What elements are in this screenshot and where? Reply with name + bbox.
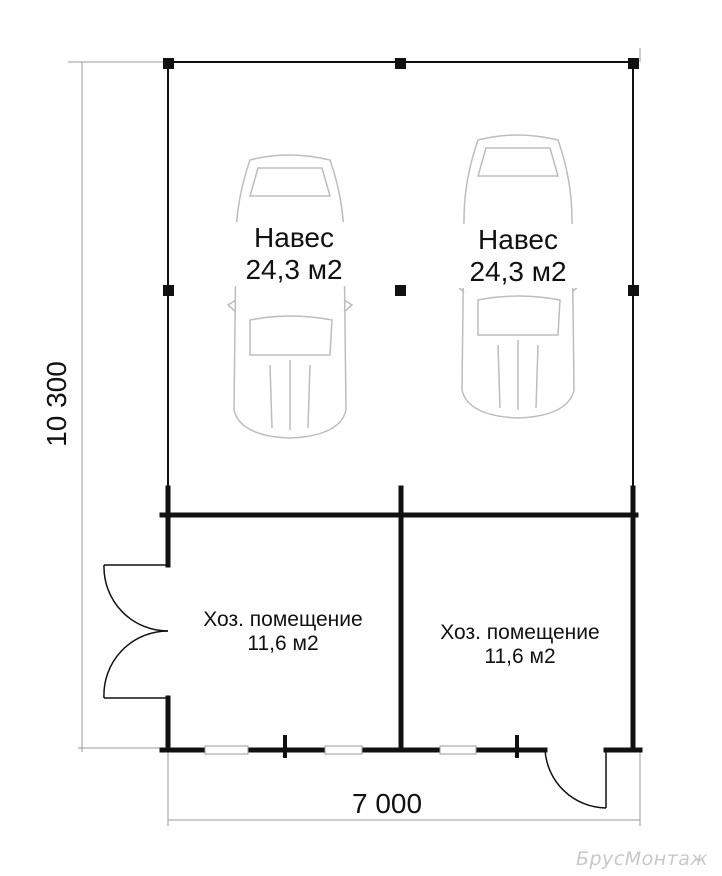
- car-left-icon: [226, 154, 354, 439]
- watermark: БрусМонтаж: [575, 848, 708, 870]
- canopy-title: Навес: [254, 222, 334, 253]
- room-label-right: Хоз. помещение 11,6 м2: [405, 621, 635, 669]
- canopy-area: 24,3 м2: [469, 256, 567, 288]
- height-dimension: 10 300: [41, 361, 72, 447]
- room-area: 11,6 м2: [484, 645, 556, 669]
- width-dimension: 7 000: [352, 788, 423, 819]
- room-title: Хоз. помещение: [440, 621, 600, 644]
- wall-markers: [283, 735, 519, 758]
- windows: [204, 745, 477, 755]
- canopy-label-right: Навес 24,3 м2: [443, 224, 593, 289]
- dimension-lines: [68, 48, 641, 826]
- single-door: [544, 749, 607, 809]
- car-right-icon: [454, 134, 582, 419]
- support-posts: [163, 58, 639, 296]
- room-area: 11,6 м2: [247, 632, 319, 656]
- canopy-label-left: Навес 24,3 м2: [219, 222, 369, 287]
- room-title: Хоз. помещение: [203, 608, 363, 631]
- canopy-title: Навес: [478, 224, 558, 255]
- room-label-left: Хоз. помещение 11,6 м2: [168, 608, 398, 656]
- double-door: [103, 564, 169, 699]
- canopy-area: 24,3 м2: [245, 254, 343, 286]
- walls: [159, 485, 643, 753]
